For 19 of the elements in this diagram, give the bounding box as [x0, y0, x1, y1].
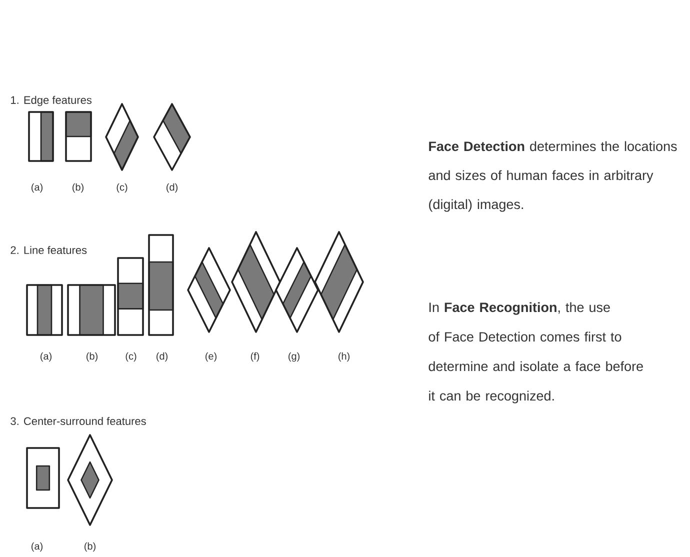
section-heading: 1. Edge features [11, 96, 92, 106]
description-text: In Face Recognition, the use of Face Detection comes first to determine and isolate a face before it can be recognized. [428, 302, 643, 404]
feature-label: (a) [32, 542, 42, 552]
feature-label: (c) [126, 352, 136, 362]
feature-label: (a) [40, 352, 52, 362]
feature-label: (b) [72, 183, 84, 193]
feature-label: (d) [166, 183, 178, 193]
feature-label: (a) [32, 183, 42, 193]
feature-label: (d) [156, 352, 168, 362]
description-text: Face Detection determines the locations and sizes of human faces in arbitrary (digital) images. [428, 141, 677, 212]
feature-label: (f) [250, 352, 260, 362]
feature-label: (e) [206, 352, 216, 362]
section-heading: 3. Center-surround features [10, 416, 146, 426]
feature-label: (c) [116, 183, 128, 193]
feature-label: (g) [288, 352, 300, 362]
feature-label: (b) [86, 352, 98, 362]
section-heading: 2. Line features [10, 246, 87, 254]
feature-label: (h) [338, 352, 350, 362]
feature-label: (b) [84, 542, 96, 552]
